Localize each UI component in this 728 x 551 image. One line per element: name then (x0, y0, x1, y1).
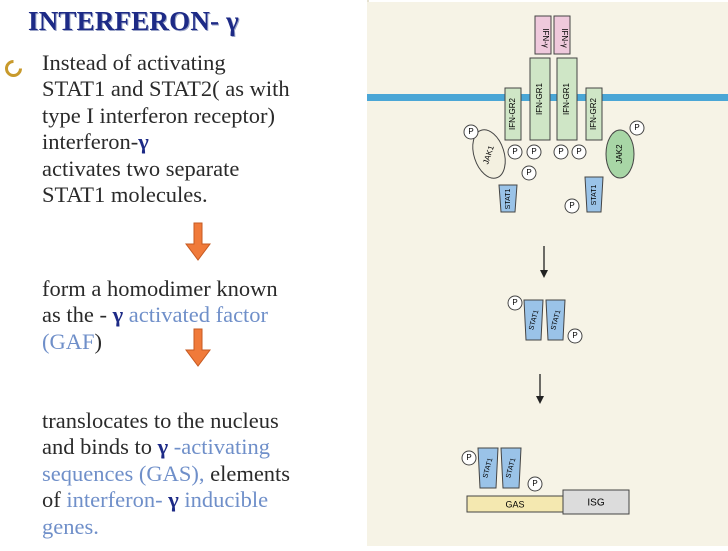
line-3: (GAF) (42, 329, 356, 355)
ifn-gamma-ligand-left (534, 15, 552, 55)
phosphate-label: P (572, 331, 577, 340)
pathway-arrowhead (536, 396, 544, 404)
phosphate-circle (527, 476, 543, 492)
gamma-symbol: γ (168, 487, 179, 513)
phosphate-circle (553, 144, 569, 160)
ligand-label-left: IFN-γ (541, 28, 550, 48)
line-2: and binds to γ -activating (42, 434, 356, 460)
line-5: activates two separate (42, 155, 240, 181)
stat1-label: STAT1 (591, 185, 598, 206)
phosphate-circle (526, 144, 542, 160)
line-4: interferon-γ (42, 129, 356, 155)
elements-text: elements (210, 460, 291, 486)
gaf-text: (GAF (42, 328, 95, 354)
of-text: of (42, 487, 61, 513)
line-6: STAT1 molecules. (42, 182, 208, 208)
ring-bullet-icon (5, 60, 22, 77)
receptor-label-2: IFN-GR1 (535, 82, 544, 115)
down-arrow-icon (185, 328, 211, 367)
jak2-label: JAK2 (615, 144, 624, 164)
phosphate-circle (507, 295, 523, 311)
signaling-figure: IFN-γ IFN-γ IFN-GR2 IFN-GR1 IFN-GR1 IFN-… (367, 2, 728, 546)
activated-factor-text: activated factor (128, 302, 269, 328)
as-the-text: as the - (42, 302, 107, 328)
phosphate-circle (629, 120, 645, 136)
gamma-symbol: γ (157, 434, 169, 460)
line-1: Instead of activating (42, 50, 226, 75)
phosphate-circle (507, 144, 523, 160)
receptor-ifngr2-left (504, 87, 522, 141)
slide-title: INTERFERON- γ (28, 6, 239, 37)
close-paren: ) (94, 328, 103, 354)
phosphate-circle (571, 144, 587, 160)
line-5: genes. (42, 513, 99, 539)
phosphate-label: P (576, 147, 581, 156)
stat1-label: STAT1 (505, 189, 512, 210)
line-2: as the - γ activated factor (42, 302, 356, 328)
stat1-left (498, 184, 518, 213)
title-text: INTERFERON- (28, 6, 220, 36)
bound-stat1-a (477, 447, 499, 489)
gas-text: sequences (GAS), (42, 460, 205, 486)
phosphate-label: P (634, 123, 639, 132)
line-2: STAT1 and STAT2( as with (42, 76, 290, 102)
receptor-ifngr1-left (529, 57, 551, 141)
paragraph-homodimer: form a homodimer known as the - γ activa… (42, 276, 356, 355)
phosphate-label: P (526, 168, 531, 177)
jak2-kinase (605, 129, 635, 179)
phosphate-circle (567, 328, 583, 344)
phosphate-label: P (468, 127, 473, 136)
bullet-text-column: Instead of activating STAT1 and STAT2( a… (0, 50, 360, 546)
paragraph-translocation: translocates to the nucleus and binds to… (42, 408, 356, 540)
paragraph-activation: Instead of activating STAT1 and STAT2( a… (42, 50, 356, 208)
title-gamma-symbol: γ (226, 6, 240, 36)
jak1-kinase (472, 129, 506, 179)
down-arrow-icon (185, 222, 211, 261)
interferon-text: interferon- (66, 487, 163, 513)
phosphate-circle (521, 165, 537, 181)
ifn-gamma-ligand-right (553, 15, 571, 55)
gamma-symbol: γ (138, 129, 149, 155)
gas-label: GAS (505, 499, 524, 509)
receptor-label-4: IFN-GR2 (589, 97, 598, 130)
phosphate-circle (461, 450, 477, 466)
phosphate-label: P (569, 201, 574, 210)
isg-label: ISG (587, 498, 604, 509)
activating-text: -activating (173, 434, 270, 460)
gamma-symbol: γ (112, 302, 124, 328)
line-4: of interferon- γ inducible (42, 487, 356, 513)
phosphate-label: P (512, 298, 517, 307)
phosphate-label: P (466, 453, 471, 462)
isg-gene (562, 489, 630, 515)
receptor-ifngr2-right (585, 87, 603, 141)
bound-stat1-b (500, 447, 522, 489)
interferon-word: interferon- (42, 129, 139, 155)
stat1-right (584, 176, 604, 213)
phosphate-label: P (531, 147, 536, 156)
gaf-stat1-b (545, 299, 566, 341)
line-3: sequences (GAS), elements (42, 461, 356, 487)
ligand-label-right: IFN-γ (560, 28, 569, 48)
line-3: type I interferon receptor) (42, 102, 275, 128)
receptor-label-3: IFN-GR1 (562, 82, 571, 115)
phosphate-circle (564, 198, 580, 214)
pathway-arrowhead (540, 270, 548, 278)
line-1: translocates to the nucleus (42, 408, 279, 433)
receptor-ifngr1-right (556, 57, 578, 141)
gaf-stat1-a (523, 299, 544, 341)
phosphate-circle (463, 124, 479, 140)
phosphate-label: P (512, 147, 517, 156)
receptor-label-1: IFN-GR2 (508, 97, 517, 130)
binds-to-text: and binds to (42, 434, 152, 460)
inducible-text: inducible (184, 487, 269, 513)
line-1: form a homodimer known (42, 276, 278, 301)
ifn-gamma-pathway-diagram: IFN-γ IFN-γ IFN-GR2 IFN-GR1 IFN-GR1 IFN-… (367, 15, 728, 515)
phosphate-label: P (558, 147, 563, 156)
phosphate-label: P (532, 479, 537, 488)
